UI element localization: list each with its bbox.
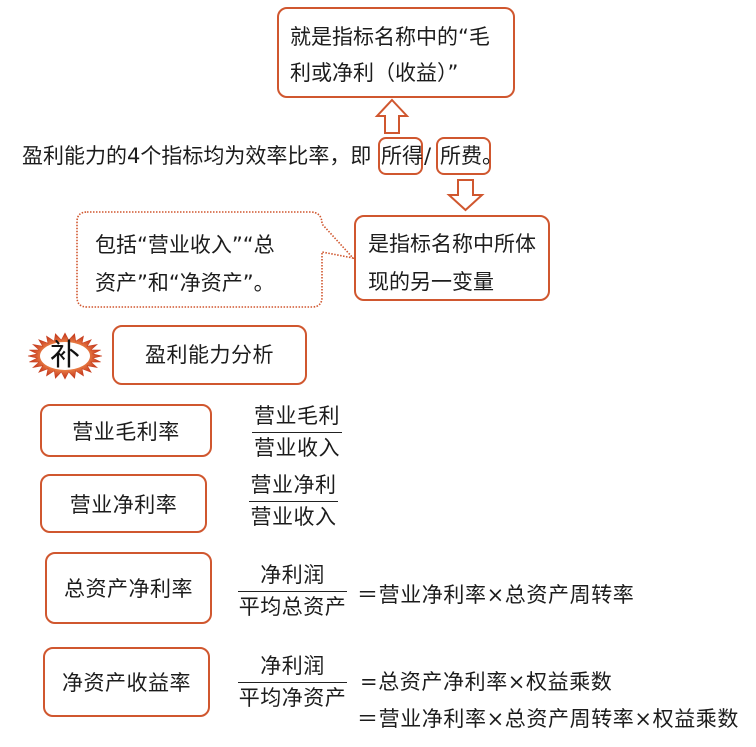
formula-expansion: ＝营业净利率×总资产周转率×权益乘数 — [357, 707, 739, 731]
fraction-numerator: 营业净利 — [250, 473, 337, 497]
formula-expansion: =总资产净利率×权益乘数 — [360, 670, 613, 694]
statement-text: 盈利能力的4个指标均为效率比率，即 — [22, 144, 372, 168]
ratio-box-roa: 总资产净利率 — [45, 552, 212, 624]
dotted-callout: 包括“营业收入”“总 资产”和“净资产”。 — [95, 226, 275, 302]
callout-line: 利或净利（收益）” — [290, 61, 459, 85]
fraction-denominator: 平均总资产 — [238, 595, 347, 619]
highlight-box-denominator: 所费。 — [436, 137, 503, 175]
fraction-numerator: 营业毛利 — [254, 404, 340, 428]
ratio-box-roe: 净资产收益率 — [43, 647, 210, 717]
ratio-name: 净资产收益率 — [62, 671, 191, 695]
fraction-bar — [249, 501, 338, 502]
fraction: 营业净利 营业收入 — [249, 471, 338, 532]
ratio-box-gross-margin: 营业毛利率 — [40, 404, 212, 457]
ratio-name: 营业毛利率 — [72, 419, 180, 444]
fraction: 营业毛利 营业收入 — [252, 402, 342, 463]
section-title-box: 盈利能力分析 — [112, 325, 307, 385]
starburst-icon — [27, 332, 103, 380]
callout-line: 资产”和“净资产”。 — [95, 271, 275, 295]
down-arrow-icon — [446, 179, 485, 212]
top-callout: 就是指标名称中的“毛 利或净利（收益）” — [277, 7, 515, 98]
ratio-name: 总资产净利率 — [64, 577, 193, 601]
fraction-numerator: 净利润 — [260, 563, 325, 587]
supplement-badge-label: 补 — [50, 338, 80, 373]
highlight-box-numerator: 所得 — [378, 137, 423, 175]
callout-line: 就是指标名称中的“毛 — [290, 25, 490, 49]
ratio-name: 营业净利率 — [69, 492, 178, 517]
up-arrow-icon — [374, 98, 410, 134]
right-callout: 是指标名称中所体 现的另一变量 — [354, 215, 550, 301]
callout-line: 是指标名称中所体 — [368, 232, 536, 256]
callout-line: 现的另一变量 — [368, 270, 494, 294]
ratio-box-net-margin: 营业净利率 — [40, 474, 207, 533]
callout-line: 包括“营业收入”“总 — [95, 233, 275, 257]
slash-separator: / — [424, 144, 432, 168]
fraction-bar — [238, 591, 347, 592]
fraction-numerator: 净利润 — [260, 654, 325, 678]
formula-expansion: ＝营业净利率×总资产周转率 — [357, 583, 635, 607]
fraction-denominator: 平均净资产 — [238, 686, 347, 710]
fraction: 净利润 平均净资产 — [238, 652, 347, 713]
fraction: 净利润 平均总资产 — [238, 561, 347, 622]
fraction-denominator: 营业收入 — [250, 505, 337, 529]
fraction-denominator: 营业收入 — [254, 436, 340, 460]
fraction-bar — [252, 432, 342, 433]
fraction-bar — [238, 682, 347, 683]
